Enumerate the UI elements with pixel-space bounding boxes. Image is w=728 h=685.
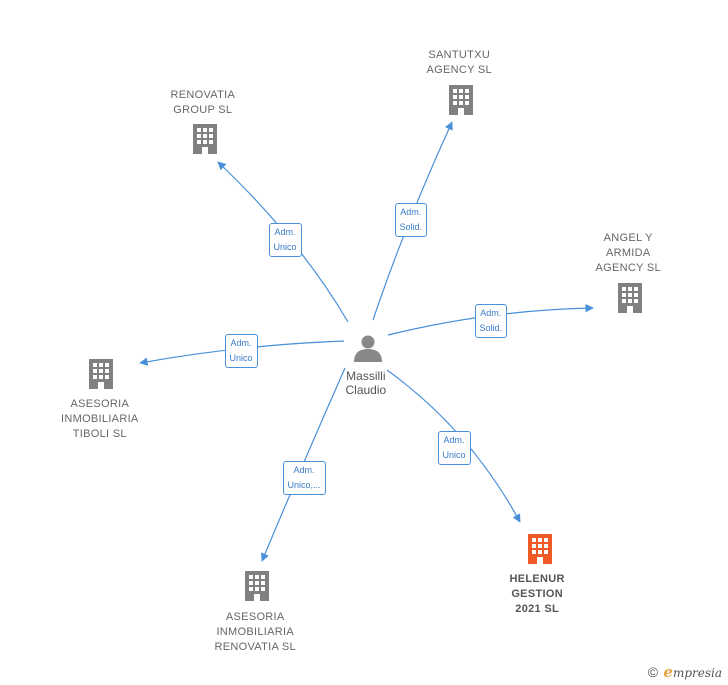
company-name-line: 2021 SL <box>515 603 559 615</box>
brand-logo-initial: e <box>663 663 673 681</box>
company-name-line: AGENCY SL <box>426 64 492 76</box>
company-name-line: SANTUTXU <box>428 49 491 61</box>
building-icon[interactable] <box>89 359 113 389</box>
company-name-line: ANGEL Y <box>603 232 653 244</box>
building-icon[interactable] <box>449 85 473 115</box>
relation-label-line: Adm. <box>274 227 296 237</box>
relation-label-line: Adm. <box>480 308 502 318</box>
company-name-line: RENOVATIA SL <box>214 641 296 653</box>
relation-label-line: Adm. <box>400 207 422 217</box>
relation-label-line: Unico <box>229 353 253 363</box>
person-icon[interactable] <box>354 335 382 363</box>
company-name-asesoria-renovatia[interactable]: ASESORIA INMOBILIARIA RENOVATIA SL <box>215 610 296 655</box>
brand-logo-text: mpresia <box>672 666 722 680</box>
relation-label-santutxu-agency[interactable]: Adm. Solid. <box>394 203 428 237</box>
company-name-line: ASESORIA <box>225 611 285 623</box>
relation-label-line: Adm. <box>293 465 315 475</box>
relation-label-line: Solid. <box>479 323 503 333</box>
company-name-line: RENOVATIA <box>170 89 236 101</box>
company-name-angel-y-armida[interactable]: ANGEL Y ARMIDA AGENCY SL <box>596 231 661 276</box>
relation-label-line: Adm. <box>230 338 252 348</box>
relation-label-angel-y-armida[interactable]: Adm. Solid. <box>474 304 508 338</box>
company-name-line: ASESORIA <box>70 398 130 410</box>
building-icon[interactable] <box>618 283 642 313</box>
relation-label-asesoria-tiboli[interactable]: Adm. Unico <box>224 334 258 368</box>
relation-label-line: Unico <box>273 242 297 252</box>
company-name-renovatia-group[interactable]: RENOVATIA GROUP SL <box>171 88 236 118</box>
company-name-line: INMOBILIARIA <box>216 626 294 638</box>
node-icons <box>89 85 642 601</box>
relation-label-renovatia-group[interactable]: Adm. Unico <box>268 223 302 257</box>
company-name-line: AGENCY SL <box>595 262 661 274</box>
company-name-helenur-gestion[interactable]: HELENUR GESTION 2021 SL <box>510 572 565 617</box>
company-name-line: ARMIDA <box>605 247 651 259</box>
company-name-line: GESTION <box>511 588 563 600</box>
relation-label-line: Adm. <box>443 435 465 445</box>
company-name-line: TIBOLI SL <box>72 428 127 440</box>
building-icon[interactable] <box>193 124 217 154</box>
company-name-asesoria-tiboli[interactable]: ASESORIA INMOBILIARIA TIBOLI SL <box>61 397 139 442</box>
relation-label-helenur-gestion[interactable]: Adm. Unico <box>437 431 471 465</box>
relation-label-line: Unico <box>442 450 466 460</box>
person-name-line: Massilli <box>346 369 386 383</box>
building-icon[interactable] <box>245 571 269 601</box>
company-name-line: INMOBILIARIA <box>61 413 139 425</box>
relation-label-line: Solid. <box>399 222 423 232</box>
footer-brand: © empresia <box>648 663 722 681</box>
company-name-line: HELENUR <box>509 573 565 585</box>
relation-label-asesoria-renovatia[interactable]: Adm. Unico,... <box>282 461 326 495</box>
copyright-symbol: © <box>647 664 659 680</box>
relation-label-line: Unico,... <box>287 480 321 490</box>
company-name-santutxu-agency[interactable]: SANTUTXU AGENCY SL <box>427 48 492 78</box>
person-name-line: Claudio <box>345 383 387 397</box>
company-name-line: GROUP SL <box>173 104 233 116</box>
building-icon[interactable] <box>528 534 552 564</box>
